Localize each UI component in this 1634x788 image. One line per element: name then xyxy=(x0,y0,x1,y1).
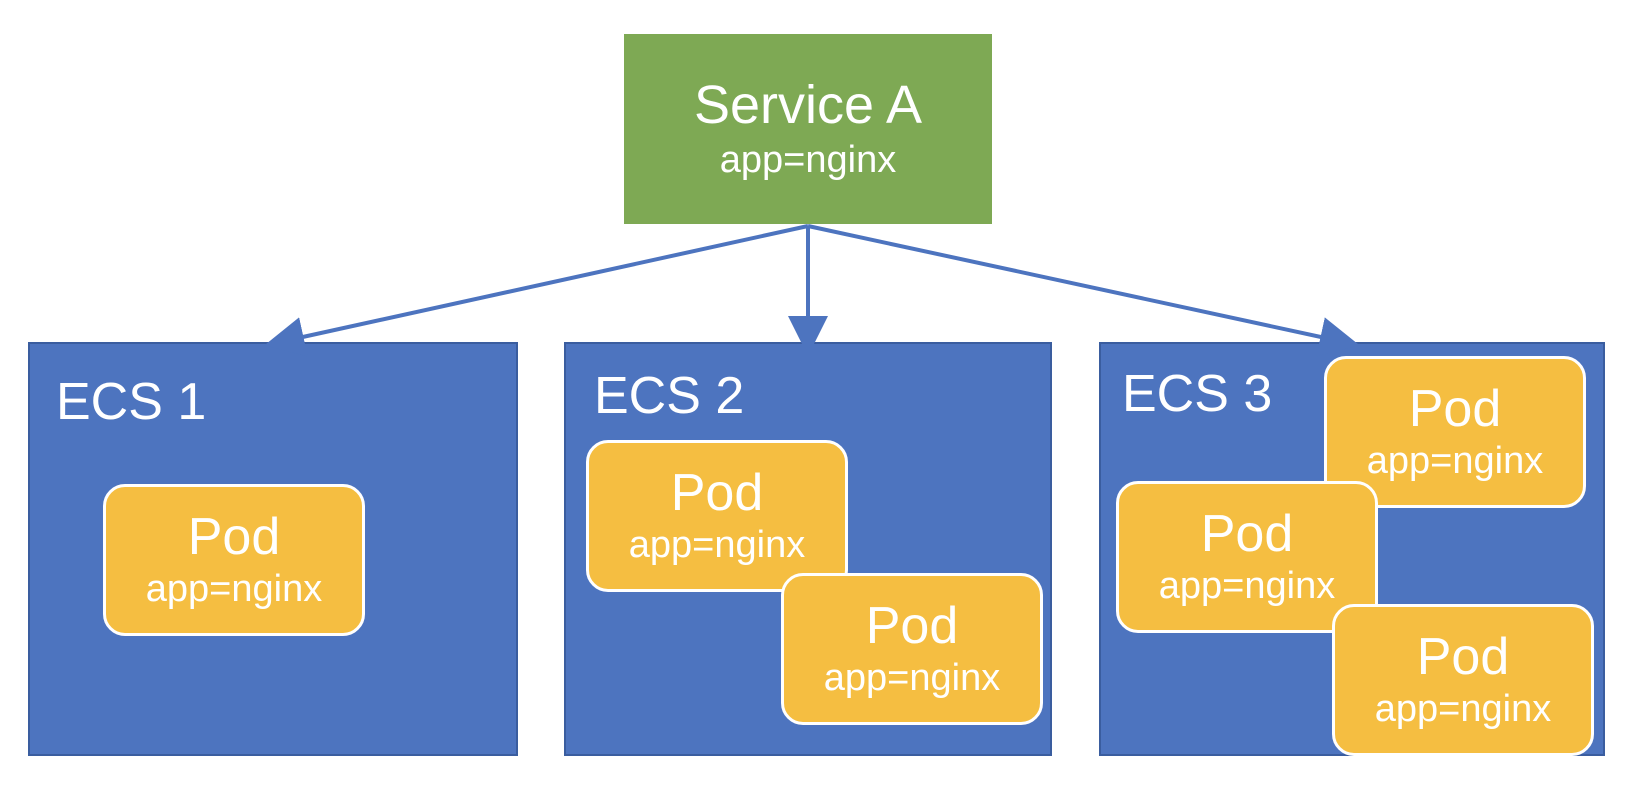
pod: Pod app=nginx xyxy=(1116,481,1378,633)
service-title: Service A xyxy=(693,75,923,135)
ecs-node-3-title: ECS 3 xyxy=(1122,365,1273,423)
pod: Pod app=nginx xyxy=(1332,604,1594,756)
arrow-to-ecs-1 xyxy=(264,224,809,357)
pod-title: Pod xyxy=(670,464,764,522)
ecs-node-2: ECS 2 Pod app=nginx Pod app=nginx xyxy=(564,342,1052,756)
ecs-node-1-title: ECS 1 xyxy=(56,373,207,431)
pod: Pod app=nginx xyxy=(781,573,1043,725)
ecs-node-2-title: ECS 2 xyxy=(594,367,745,425)
pod: Pod app=nginx xyxy=(586,440,848,592)
pod-label: app=nginx xyxy=(1366,440,1544,482)
service-a-box: Service A app=nginx xyxy=(624,34,992,224)
pod: Pod app=nginx xyxy=(103,484,365,636)
pod-title: Pod xyxy=(1408,380,1502,438)
pod-title: Pod xyxy=(865,597,959,655)
service-label: app=nginx xyxy=(719,139,897,181)
pod-label: app=nginx xyxy=(628,524,806,566)
pod-label: app=nginx xyxy=(145,568,323,610)
pod-title: Pod xyxy=(187,508,281,566)
ecs-node-1: ECS 1 Pod app=nginx xyxy=(28,342,518,756)
pod-title: Pod xyxy=(1416,628,1510,686)
arrow-to-ecs-3 xyxy=(807,224,1360,357)
ecs-node-3: ECS 3 Pod app=nginx Pod app=nginx Pod ap… xyxy=(1099,342,1605,756)
pod-label: app=nginx xyxy=(823,657,1001,699)
pod-title: Pod xyxy=(1200,505,1294,563)
pod-label: app=nginx xyxy=(1158,565,1336,607)
pod: Pod app=nginx xyxy=(1324,356,1586,508)
pod-label: app=nginx xyxy=(1374,688,1552,730)
